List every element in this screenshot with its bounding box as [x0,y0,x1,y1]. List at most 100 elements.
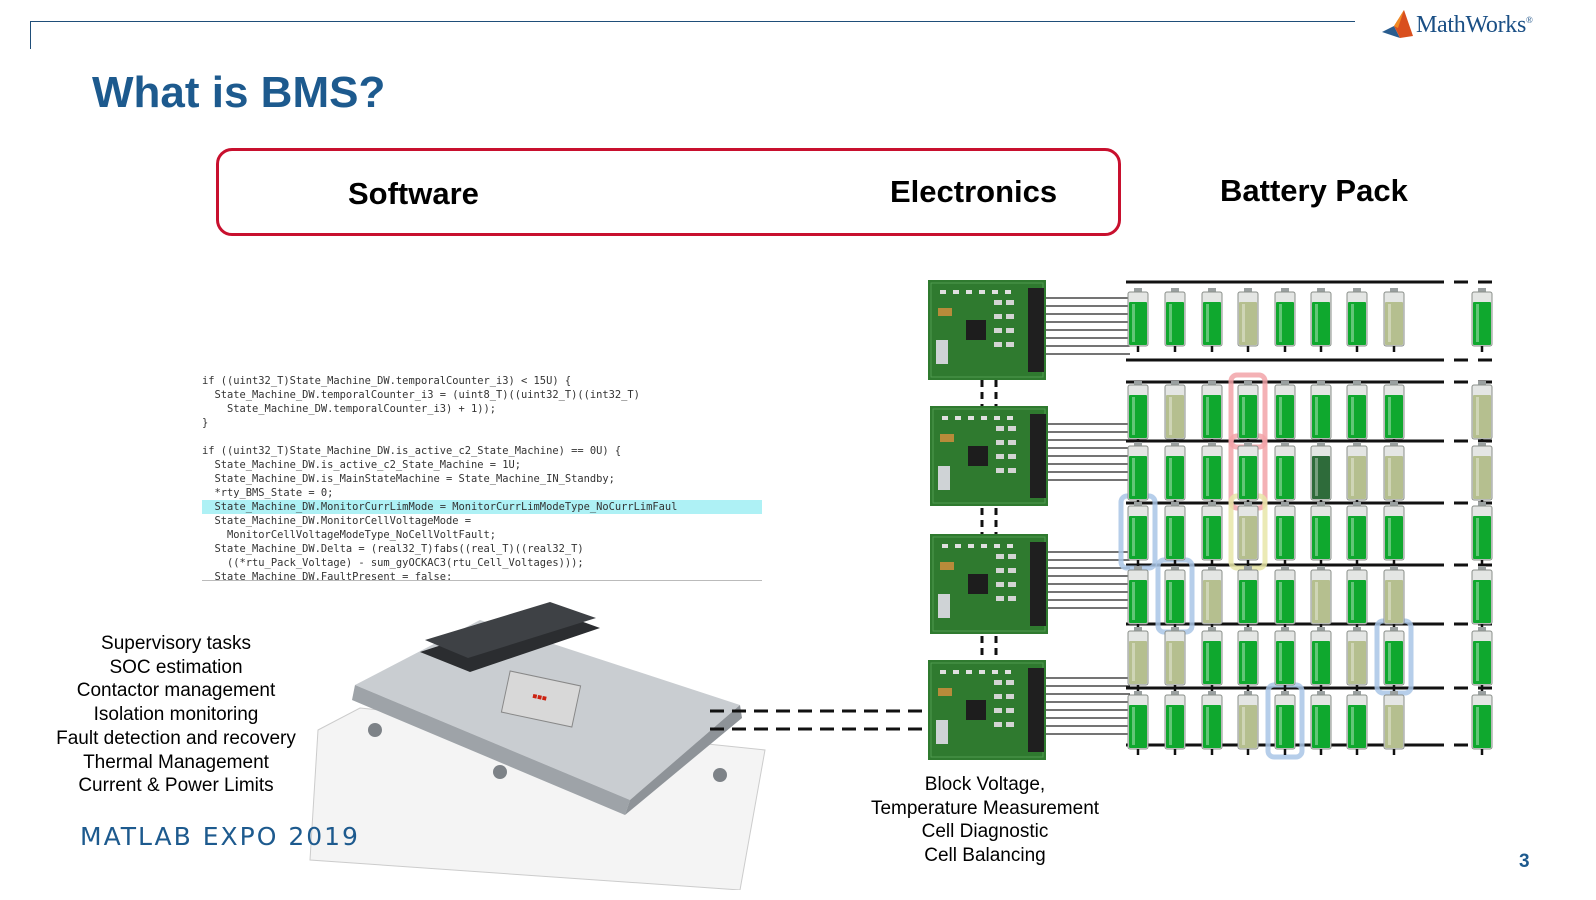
page-title: What is BMS? [92,68,386,117]
battery-cell [1274,627,1296,691]
battery-cell [1310,566,1332,630]
software-electronics-frame [216,148,1121,236]
battery-cell [1274,691,1296,755]
battery-cell [1471,381,1493,445]
code-line: State_Machine_DW.FaultPresent = false; [202,571,453,581]
footer-brand: MATLAB EXPO 2019 [80,822,360,851]
battery-cell [1237,691,1259,755]
code-line [202,430,762,444]
battery-cell [1237,502,1259,566]
battery-cell [1164,566,1186,630]
battery-cell [1310,627,1332,691]
battery-cell [1164,442,1186,506]
battery-cell [1237,288,1259,352]
task-item: Fault detection and recovery [56,727,296,749]
battery-cell [1383,288,1405,352]
task-item: Contactor management [76,680,276,702]
task-item: Current & Power Limits [78,775,274,797]
code-line: if ((uint32_T)State_Machine_DW.temporalC… [202,375,572,387]
header-rule-tick [30,21,31,49]
battery-cell [1201,566,1223,630]
battery-cell [1164,381,1186,445]
code-line: if ((uint32_T)State_Machine_DW.is_active… [202,445,622,457]
header-rule [30,21,1355,22]
battery-pack-grid [1118,280,1493,760]
battery-cell [1383,442,1405,506]
battery-cell [1346,288,1368,352]
task-item: Supervisory tasks [101,633,251,654]
battery-cell [1471,442,1493,506]
membrane-logo-icon [1382,10,1413,38]
code-line: *rty_BMS_State = 0; [202,487,334,499]
battery-cell [1127,442,1149,506]
battery-cell [1237,442,1259,506]
pcb-board [930,406,1048,506]
code-line: State_Machine_DW.MonitorCellVoltageMode … [202,515,472,527]
battery-cell [1383,691,1405,755]
battery-cell [1164,691,1186,755]
battery-cell [1164,502,1186,566]
battery-cell [1310,502,1332,566]
mathworks-logo: MathWorks® [1380,8,1580,44]
battery-cell [1383,502,1405,566]
bms-controller-image: ■■■ [309,602,766,890]
battery-cell [1201,627,1223,691]
battery-cell [1274,381,1296,445]
task-item: Cell Balancing [924,845,1046,867]
battery-cell [1471,627,1493,691]
battery-cell [1127,381,1149,445]
battery-cell [1346,627,1368,691]
battery-cell [1310,691,1332,755]
battery-cell [1201,502,1223,566]
battery-cell [1471,288,1493,352]
battery-cell [1471,502,1493,566]
battery-cell [1164,627,1186,691]
electronics-heading: Electronics [890,174,1058,209]
code-line: State_Machine_DW.temporalCounter_i3) + 1… [202,403,497,415]
battery-cell [1310,288,1332,352]
battery-cell [1346,442,1368,506]
code-line: ((*rtu_Pack_Voltage) - sum_gyOCKAC3(rtu_… [202,557,584,569]
task-item: Thermal Management [83,751,269,773]
svg-text:■■■: ■■■ [532,691,548,703]
battery-cell [1346,691,1368,755]
code-line: State_Machine_DW.MonitorCurrLimMode = Mo… [202,500,762,514]
pcb-board [930,534,1048,634]
battery-cell [1310,442,1332,506]
battery-cell [1127,627,1149,691]
battery-cell [1471,566,1493,630]
page-number: 3 [1519,851,1530,872]
battery-cell [1237,627,1259,691]
task-item: Isolation monitoring [93,704,259,726]
code-line: State_Machine_DW.Delta = (real32_T)fabs(… [202,543,584,555]
software-heading: Software [348,176,479,211]
pcb-board [928,280,1046,380]
battery-cell [1274,566,1296,630]
battery-cell [1127,566,1149,630]
battery-cell [1274,502,1296,566]
code-snippet: if ((uint32_T)State_Machine_DW.temporalC… [202,374,762,581]
battery-cell [1383,381,1405,445]
battery-cell [1201,442,1223,506]
connection-lines [710,297,1130,735]
battery-cell [1127,502,1149,566]
battery-cell [1346,381,1368,445]
code-line: MonitorCellVoltageModeType_NoCellVoltFau… [202,529,497,541]
task-item: Block Voltage, [924,774,1046,795]
battery-cell [1127,288,1149,352]
battery-cell [1237,381,1259,445]
battery-cell [1383,627,1405,691]
battery-cell [1274,288,1296,352]
pcb-board [928,660,1046,760]
task-item: SOC estimation [109,656,243,678]
task-item: Temperature Measurement [870,797,1100,819]
battery-cell [1346,566,1368,630]
battery-cell [1201,288,1223,352]
battery-pack-heading: Battery Pack [1220,173,1408,208]
code-line: } [202,417,209,429]
battery-cell [1310,381,1332,445]
battery-cell [1471,691,1493,755]
task-item: Cell Diagnostic [921,821,1049,843]
